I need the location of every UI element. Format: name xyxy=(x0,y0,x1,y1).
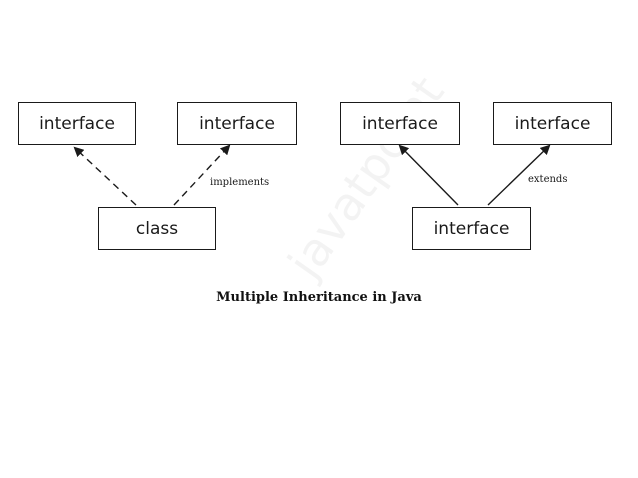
implements-arrow-left xyxy=(73,146,137,206)
box-label: interface xyxy=(199,113,275,134)
interface-box-right-1: interface xyxy=(340,102,460,145)
child-interface-box: interface xyxy=(412,207,531,250)
implements-label: implements xyxy=(210,177,270,188)
extends-arrow-right xyxy=(487,144,551,206)
interface-box-right-2: interface xyxy=(493,102,612,145)
box-label: interface xyxy=(433,218,510,239)
extends-arrow-left xyxy=(398,144,459,206)
extends-label: extends xyxy=(528,174,568,185)
implements-arrow-right xyxy=(173,144,231,206)
class-box: class xyxy=(98,207,216,250)
box-label: class xyxy=(135,218,179,239)
interface-box-left-1: interface xyxy=(18,102,136,145)
box-label: interface xyxy=(362,113,438,134)
diagram-caption: Multiple Inheritance in Java xyxy=(216,290,422,305)
box-label: interface xyxy=(514,113,591,134)
box-label: interface xyxy=(39,113,115,134)
interface-box-left-2: interface xyxy=(177,102,297,145)
